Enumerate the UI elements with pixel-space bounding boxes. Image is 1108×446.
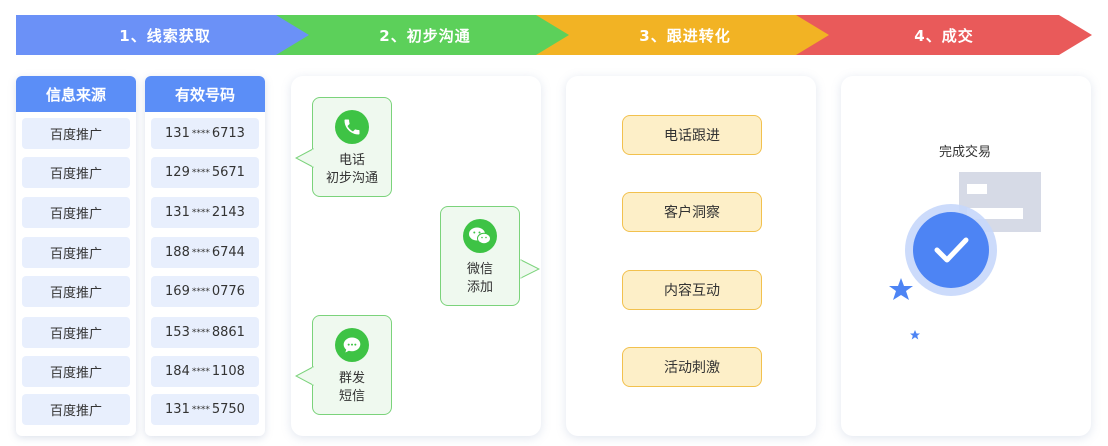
phone-cell: 188****6744 xyxy=(151,237,259,268)
source-cell: 百度推广 xyxy=(22,276,130,307)
followup-item: 内容互动 xyxy=(622,270,762,310)
document-line xyxy=(967,208,1023,219)
phone-column-header: 有效号码 xyxy=(145,76,265,112)
deal-illustration xyxy=(889,172,1041,340)
check-circle xyxy=(913,212,989,288)
phone-mask: **** xyxy=(191,247,210,258)
deal-title: 完成交易 xyxy=(938,145,991,160)
phone-suffix: 8861 xyxy=(211,325,245,340)
wechat-bubble: 微信 添加 xyxy=(440,206,540,306)
stage-3-arrow: 3、跟进转化 xyxy=(536,15,834,55)
phone-cell: 153****8861 xyxy=(151,317,259,348)
phone-call-bubble: 电话 初步沟通 xyxy=(295,97,392,197)
phone-suffix: 5750 xyxy=(211,402,245,417)
phone-prefix: 169 xyxy=(165,284,190,299)
stage-4-arrow: 4、成交 xyxy=(796,15,1092,55)
phone-icon xyxy=(335,110,369,144)
wechat-line2: 添加 xyxy=(466,280,493,295)
star-icon xyxy=(889,278,913,300)
wechat-icon xyxy=(463,219,497,253)
phone-cell: 129****5671 xyxy=(151,157,259,188)
stage-2-label: 2、初步沟通 xyxy=(379,26,471,45)
group-message-label: 群发 短信 xyxy=(313,370,391,406)
bubble-tail xyxy=(295,148,314,168)
followup-item: 电话跟进 xyxy=(622,115,762,155)
bubble-tail xyxy=(520,259,540,279)
phone-prefix: 131 xyxy=(165,205,190,220)
document-line xyxy=(967,184,987,194)
phone-prefix: 131 xyxy=(165,126,190,141)
phone-suffix: 1108 xyxy=(211,364,245,379)
source-column-header: 信息来源 xyxy=(16,76,136,112)
phone-mask: **** xyxy=(191,327,210,338)
wechat-label: 微信 添加 xyxy=(441,261,519,297)
phone-cell: 131****6713 xyxy=(151,118,259,149)
followup-item: 客户洞察 xyxy=(622,192,762,232)
phone-suffix: 6713 xyxy=(211,126,245,141)
phone-mask: **** xyxy=(191,207,210,218)
phone-mask: **** xyxy=(191,286,210,297)
stage-3-label: 3、跟进转化 xyxy=(639,26,731,45)
phone-cell: 131****5750 xyxy=(151,394,259,425)
stage-1-arrow: 1、线索获取 xyxy=(16,15,314,55)
phone-suffix: 0776 xyxy=(211,284,245,299)
wechat-line1: 微信 xyxy=(466,262,493,277)
check-icon xyxy=(934,237,969,263)
phone-mask: **** xyxy=(191,128,210,139)
group-message-bubble: 群发 短信 xyxy=(295,315,392,415)
bubble-tail xyxy=(295,366,314,386)
phone-mask: **** xyxy=(191,366,210,377)
phone-call-label: 电话 初步沟通 xyxy=(313,152,391,188)
stage-1-label: 1、线索获取 xyxy=(119,26,211,45)
phone-prefix: 131 xyxy=(165,402,190,417)
source-cell: 百度推广 xyxy=(22,157,130,188)
source-cell: 百度推广 xyxy=(22,394,130,425)
source-cell: 百度推广 xyxy=(22,197,130,228)
phone-mask: **** xyxy=(191,404,210,415)
phone-cell: 184****1108 xyxy=(151,356,259,387)
phone-suffix: 6744 xyxy=(211,245,245,260)
star-icon xyxy=(910,330,920,340)
message-icon xyxy=(335,328,369,362)
source-cell: 百度推广 xyxy=(22,317,130,348)
source-cell: 百度推广 xyxy=(22,356,130,387)
phone-mask: **** xyxy=(191,167,210,178)
followup-item: 活动刺激 xyxy=(622,347,762,387)
phone-prefix: 188 xyxy=(165,245,190,260)
group-message-line1: 群发 xyxy=(338,371,365,386)
phone-column: 有效号码 131****6713 129****5671 131****2143… xyxy=(145,76,265,436)
phone-prefix: 129 xyxy=(165,165,190,180)
phone-prefix: 184 xyxy=(165,364,190,379)
group-message-line2: 短信 xyxy=(338,389,365,404)
stage-2-arrow: 2、初步沟通 xyxy=(276,15,574,55)
phone-call-line1: 电话 xyxy=(338,153,365,168)
phone-call-line2: 初步沟通 xyxy=(325,171,378,186)
phone-cell: 169****0776 xyxy=(151,276,259,307)
phone-suffix: 2143 xyxy=(211,205,245,220)
phone-prefix: 153 xyxy=(165,325,190,340)
source-cell: 百度推广 xyxy=(22,237,130,268)
phone-suffix: 5671 xyxy=(211,165,245,180)
source-column: 信息来源 百度推广 百度推广 百度推广 百度推广 百度推广 百度推广 百度推广 … xyxy=(16,76,136,436)
source-cell: 百度推广 xyxy=(22,118,130,149)
stage-4-label: 4、成交 xyxy=(914,26,974,45)
phone-cell: 131****2143 xyxy=(151,197,259,228)
